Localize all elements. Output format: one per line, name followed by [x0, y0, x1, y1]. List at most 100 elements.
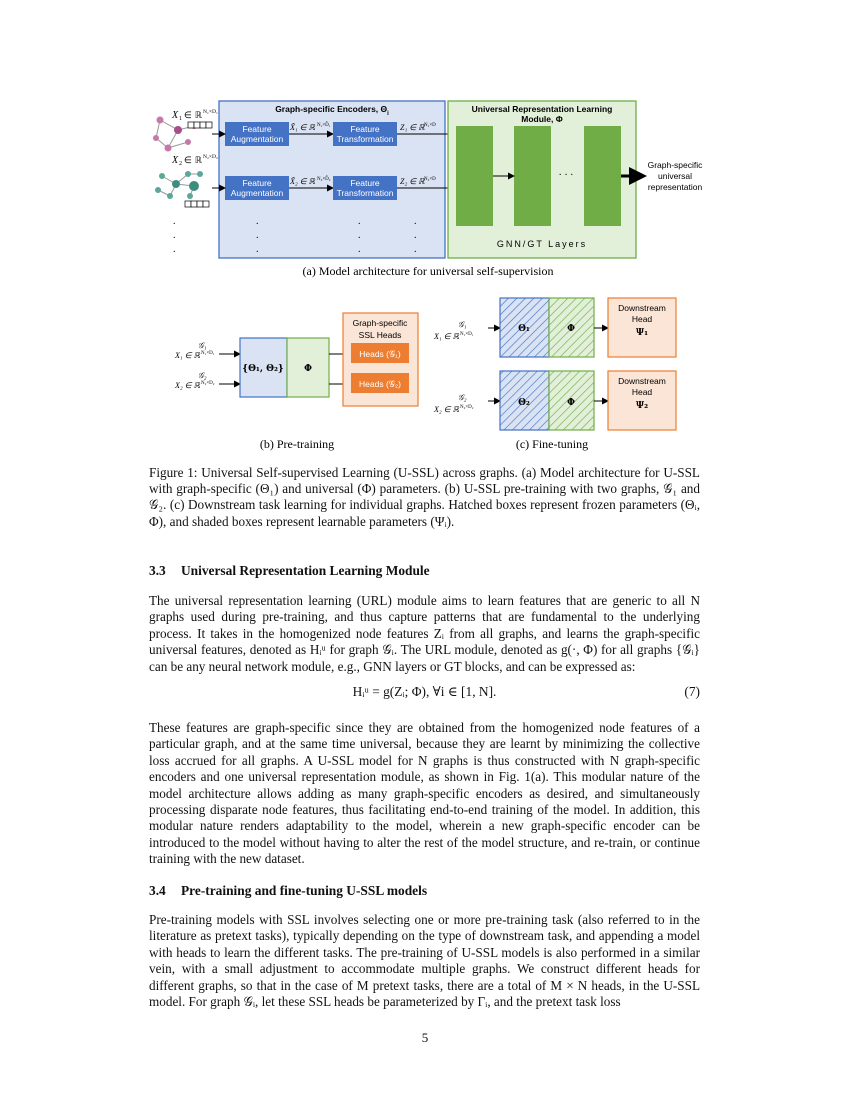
svg-text:Z₂ ∈ ℝ: Z₂ ∈ ℝ — [400, 177, 425, 186]
svg-text:universal: universal — [658, 171, 692, 181]
equation-7: Hᵢᵘ = g(Zᵢ; Φ), ∀i ∈ [1, N]. (7) — [352, 684, 700, 699]
svg-text:Φ: Φ — [567, 398, 575, 408]
gnn-label: GNN/GT Layers — [497, 239, 587, 249]
heads-g1 — [351, 343, 409, 363]
caption-b: (b) Pre-training — [260, 437, 334, 451]
svg-text:N₂×D₂: N₂×D₂ — [201, 381, 215, 386]
figure-caption: Figure 1: Universal Self-supervised Lear… — [149, 465, 700, 529]
svg-text:X: X — [171, 110, 179, 121]
svg-text:X₂ ∈ ℝ: X₂ ∈ ℝ — [174, 381, 201, 390]
caption-a: (a) Model architecture for universal sel… — [303, 264, 554, 278]
svg-text:Heads (𝒢₂): Heads (𝒢₂) — [359, 379, 401, 389]
svg-text:.: . — [358, 244, 361, 255]
svg-text:.: . — [256, 230, 259, 241]
svg-text:X̃₂ ∈ ℝ: X̃₂ ∈ ℝ — [289, 177, 316, 186]
svg-text:Downstream: Downstream — [618, 303, 666, 313]
svg-text:Feature: Feature — [242, 124, 272, 134]
subfigure-a: X 1 ∈ ℝ N₁×D₁ X 2 — [153, 100, 704, 278]
svg-text:Head: Head — [632, 314, 653, 324]
svg-text:Augmentation: Augmentation — [231, 188, 284, 198]
svg-text:.: . — [256, 244, 259, 255]
svg-text:Transformation: Transformation — [337, 188, 394, 198]
subfigure-c: 𝒢₁ X₁ ∈ ℝ N₁×D₁ Θ₁ Φ Downstream Head Ψ₁ … — [433, 297, 677, 451]
svg-text:representation: representation — [648, 182, 703, 192]
caption-c: (c) Fine-tuning — [516, 437, 588, 451]
svg-text:X₂ ∈ ℝ: X₂ ∈ ℝ — [433, 405, 460, 414]
svg-text:𝒢₁: 𝒢₁ — [198, 341, 207, 350]
svg-text:Φ: Φ — [304, 364, 312, 374]
svg-text:X₁ ∈ ℝ: X₁ ∈ ℝ — [174, 351, 201, 360]
svg-text:.: . — [358, 230, 361, 241]
svg-text:N₂×D: N₂×D — [424, 177, 436, 182]
svg-text:Ψ₂: Ψ₂ — [636, 401, 648, 411]
svg-text:𝒢₂: 𝒢₂ — [458, 393, 467, 402]
svg-text:.: . — [173, 230, 176, 241]
svg-text:Transformation: Transformation — [337, 134, 394, 144]
svg-text:1: 1 — [179, 116, 182, 122]
svg-text:Module, Φ: Module, Φ — [521, 114, 562, 124]
theta2-frozen — [499, 370, 550, 431]
svg-text:N₁×D: N₁×D — [424, 123, 436, 128]
svg-text:X: X — [171, 155, 179, 166]
svg-text:∈ ℝ: ∈ ℝ — [184, 111, 203, 121]
phi-frozen-2 — [548, 370, 595, 431]
paragraph: The universal representation learning (U… — [149, 593, 700, 674]
svg-text:.: . — [256, 216, 259, 227]
phi-box-b — [286, 337, 330, 398]
svg-text:N₁×D₁: N₁×D₁ — [201, 351, 215, 356]
svg-text:∈ ℝ: ∈ ℝ — [184, 156, 203, 166]
svg-text:· · ·: · · · — [559, 170, 574, 181]
paragraph: These features are graph-specific since … — [149, 720, 700, 867]
gnn-layer-2 — [514, 126, 551, 226]
section-3-3-body: The universal representation learning (U… — [149, 593, 700, 689]
section-3-3-body-2: These features are graph-specific since … — [149, 720, 700, 882]
graph-2-icon: X 2 ∈ ℝ N₂×D₂ — [155, 154, 218, 208]
svg-text:Augmentation: Augmentation — [231, 134, 284, 144]
svg-text:.: . — [173, 244, 176, 255]
svg-text:N₂×D₂: N₂×D₂ — [460, 405, 474, 410]
heads-g2 — [351, 373, 409, 393]
svg-text:Θ₂: Θ₂ — [518, 398, 530, 408]
svg-text:Graph-specific: Graph-specific — [648, 160, 704, 170]
svg-text:Feature: Feature — [350, 178, 380, 188]
downstream-head-1 — [607, 297, 677, 358]
svg-text:Universal Representation Learn: Universal Representation Learning — [472, 104, 613, 114]
svg-text:Z₁ ∈ ℝ: Z₁ ∈ ℝ — [400, 123, 425, 132]
svg-text:𝒢₂: 𝒢₂ — [198, 371, 207, 380]
svg-text:.: . — [414, 230, 417, 241]
svg-text:SSL Heads: SSL Heads — [359, 330, 402, 340]
downstream-head-2 — [607, 370, 677, 431]
svg-text:.: . — [414, 244, 417, 255]
svg-text:.: . — [414, 216, 417, 227]
svg-text:N₂×D₂: N₂×D₂ — [203, 154, 218, 160]
graph-1-icon: X 1 ∈ ℝ N₁×D₁ — [153, 109, 218, 152]
gnn-layer-3 — [584, 126, 621, 226]
encoders-title: Graph-specific Encoders, Θi — [275, 104, 389, 117]
svg-text:Ψ₁: Ψ₁ — [636, 328, 648, 338]
svg-text:N₂×D̃₂: N₂×D̃₂ — [317, 176, 331, 182]
svg-text:Downstream: Downstream — [618, 376, 666, 386]
feature-transformation-1 — [333, 122, 397, 146]
feature-augmentation-1 — [225, 122, 289, 146]
svg-text:N₁×D̃₁: N₁×D̃₁ — [317, 122, 331, 128]
svg-text:2: 2 — [179, 161, 182, 167]
svg-text:N₁×D₁: N₁×D₁ — [460, 332, 474, 337]
feature-transformation-2 — [333, 176, 397, 200]
svg-text:{Θ₁, Θ₂}: {Θ₁, Θ₂} — [242, 364, 284, 374]
gnn-layer-1 — [456, 126, 493, 226]
subfigure-b: 𝒢₁ X₁ ∈ ℝ N₁×D₁ 𝒢₂ X₂ ∈ ℝ N₂×D₂ {Θ₁, Θ₂}… — [174, 312, 419, 451]
svg-text:Feature: Feature — [350, 124, 380, 134]
svg-text:.: . — [173, 216, 176, 227]
svg-text:Θ₁: Θ₁ — [518, 324, 530, 334]
svg-text:X₁ ∈ ℝ: X₁ ∈ ℝ — [433, 332, 460, 341]
phi-frozen-1 — [548, 297, 595, 358]
section-3-4-body: Pre-training models with SSL involves se… — [149, 912, 700, 1024]
svg-text:𝒢₁: 𝒢₁ — [458, 320, 467, 329]
svg-text:Head: Head — [632, 387, 653, 397]
svg-text:.: . — [358, 216, 361, 227]
page-number: 5 — [421, 1030, 429, 1045]
svg-text:Φ: Φ — [567, 324, 575, 334]
figure-1: X 1 ∈ ℝ N₁×D₁ X 2 — [153, 100, 704, 451]
